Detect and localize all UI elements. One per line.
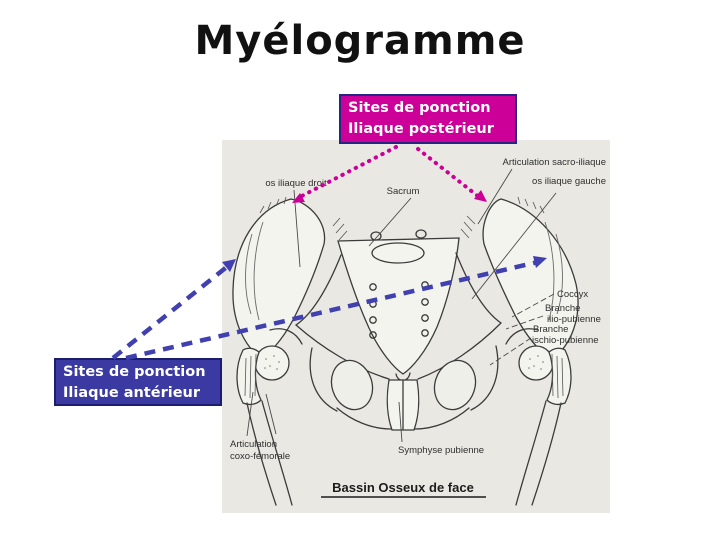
callout-posterior: Sites de ponction Iliaque postérieur — [339, 94, 517, 144]
label-branche-ilio-2: ilio-pubienne — [547, 314, 601, 325]
label-coccyx: Coccyx — [557, 289, 588, 300]
label-os-iliaque-droit: os iliaque droit — [265, 178, 327, 189]
callout-posterior-line2: Iliaque postérieur — [348, 121, 494, 137]
callout-posterior-line1: Sites de ponction — [348, 100, 491, 116]
slide-title: Myélogramme — [194, 18, 526, 64]
label-articulation-coxo-2: coxo-fémorale — [230, 451, 290, 462]
label-os-iliaque-gauche: os iliaque gauche — [532, 176, 606, 187]
label-symphyse-pubienne: Symphyse pubienne — [398, 445, 484, 456]
anterior-arrow-left-line — [111, 264, 230, 360]
callout-anterior-line1: Sites de ponction — [63, 364, 206, 380]
label-articulation-sacro-iliaque: Articulation sacro-iliaque — [503, 157, 607, 168]
callout-anterior-line2: Iliaque antérieur — [63, 385, 201, 401]
pelvis-illustration: os iliaque droit Sacrum Articulation sac… — [230, 157, 607, 506]
label-branche-ischio-1: Branche — [533, 324, 568, 335]
diagram-caption: Bassin Osseux de face — [332, 480, 474, 495]
label-articulation-coxo-1: Articulation — [230, 439, 277, 450]
label-branche-ilio-1: Branche — [545, 303, 580, 314]
callout-anterior: Sites de ponction Iliaque antérieur — [54, 358, 222, 406]
pelvis-diagram-image: os iliaque droit Sacrum Articulation sac… — [222, 140, 610, 513]
label-branche-ischio-2: ischio-pubienne — [532, 335, 599, 346]
label-sacrum: Sacrum — [387, 186, 420, 197]
